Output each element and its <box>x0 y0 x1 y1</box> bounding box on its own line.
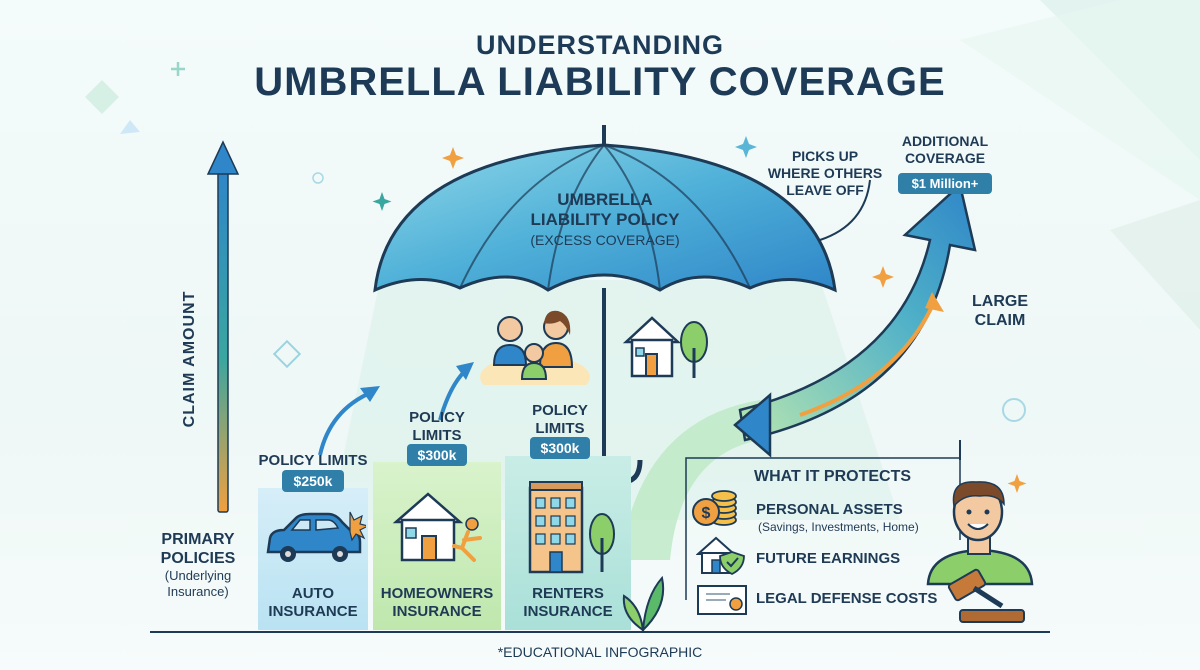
renters-limit-badge: $300k <box>530 437 590 459</box>
svg-text:$: $ <box>702 505 711 522</box>
additional-line-1: ADDITIONAL <box>901 133 989 149</box>
auto-limit-badge: $250k <box>282 470 344 492</box>
claim-amount-arrow <box>206 140 240 513</box>
picks-up-line-1: PICKS UP <box>791 148 859 164</box>
page-title: UMBRELLA LIABILITY COVERAGE <box>254 60 946 104</box>
umbrella-line-1: UMBRELLA <box>557 190 653 209</box>
homeowners-name-line-1: HOMEOWNERS <box>380 585 494 602</box>
umbrella-label: UMBRELLA LIABILITY POLICY (EXCESS COVERA… <box>505 190 705 250</box>
renters-insurance-name: RENTERS INSURANCE <box>505 585 631 621</box>
homeowners-limit-line-1: POLICY <box>409 409 465 426</box>
apartment-building-icon <box>528 481 615 574</box>
homeowners-name-line-2: INSURANCE <box>392 603 482 620</box>
auto-limit-label: POLICY LIMITS <box>258 452 368 469</box>
auto-insurance-box <box>258 488 368 630</box>
auto-name-line-1: AUTO <box>291 585 335 602</box>
additional-line-2: COVERAGE <box>904 150 986 166</box>
primary-policies-label: PRIMARY POLICIES (Underlying Insurance) <box>148 530 248 600</box>
homeowners-insurance-name: HOMEOWNERS INSURANCE <box>373 585 501 621</box>
protect-item-personal-assets-sub: (Savings, Investments, Home) <box>758 520 919 534</box>
additional-coverage-label: ADDITIONAL COVERAGE <box>880 133 1010 167</box>
car-crash-icon <box>266 511 366 562</box>
protect-item-legal-defense: LEGAL DEFENSE COSTS <box>756 590 938 607</box>
renters-name-line-1: RENTERS <box>532 585 604 602</box>
protect-item-personal-assets: PERSONAL ASSETS <box>756 501 903 518</box>
certificate-icon <box>697 585 747 615</box>
auto-insurance-name: AUTO INSURANCE <box>258 585 368 621</box>
family-icon <box>480 310 590 385</box>
footer-note: *EDUCATIONAL INFOGRAPHIC <box>497 644 703 660</box>
sparkle-icon <box>872 266 894 288</box>
homeowners-limit-badge: $300k <box>407 444 467 466</box>
coins-icon: $ <box>692 490 737 526</box>
sparkle-icon <box>1007 474 1027 493</box>
primary-line-4: Insurance) <box>167 584 229 599</box>
umbrella-line-3: (EXCESS COVERAGE) <box>530 232 680 248</box>
large-claim-line-1: LARGE <box>972 293 1028 310</box>
umbrella-line-2: LIABILITY POLICY <box>530 210 680 229</box>
house-shield-icon <box>696 536 745 576</box>
sparkle-icon <box>442 147 464 169</box>
primary-line-1: PRIMARY <box>161 531 235 548</box>
renters-limit-line-2: LIMITS <box>535 420 585 437</box>
renters-limit-label: POLICY LIMITS <box>505 402 615 438</box>
person-gavel-icon <box>926 481 1034 623</box>
sparkle-icon <box>372 192 392 211</box>
house-tree-icon <box>622 316 708 378</box>
protects-heading: WHAT IT PROTECTS <box>754 468 912 485</box>
renters-limit-line-1: POLICY <box>532 402 588 419</box>
sparkle-icon <box>735 136 757 158</box>
large-claim-line-2: CLAIM <box>974 312 1026 329</box>
large-claim-label: LARGE CLAIM <box>960 292 1040 330</box>
protect-item-future-earnings: FUTURE EARNINGS <box>756 550 901 567</box>
picks-up-line-2: WHERE OTHERS <box>767 165 883 181</box>
picks-up-callout: PICKS UP WHERE OTHERS LEAVE OFF <box>750 148 900 199</box>
primary-line-3: (Underlying <box>164 568 232 583</box>
title-line-1: UNDERSTANDING <box>476 30 724 60</box>
plant-icon <box>622 575 665 632</box>
renters-name-line-2: INSURANCE <box>523 603 613 620</box>
homeowners-limit-line-2: LIMITS <box>412 427 462 444</box>
picks-up-line-3: LEAVE OFF <box>786 182 864 198</box>
house-fall-icon <box>392 492 482 562</box>
auto-name-line-2: INSURANCE <box>268 603 358 620</box>
additional-coverage-badge: $1 Million+ <box>898 173 992 194</box>
primary-line-2: POLICIES <box>160 550 236 567</box>
homeowners-limit-label: POLICY LIMITS <box>373 409 501 445</box>
umbrella-illustration <box>373 125 837 485</box>
